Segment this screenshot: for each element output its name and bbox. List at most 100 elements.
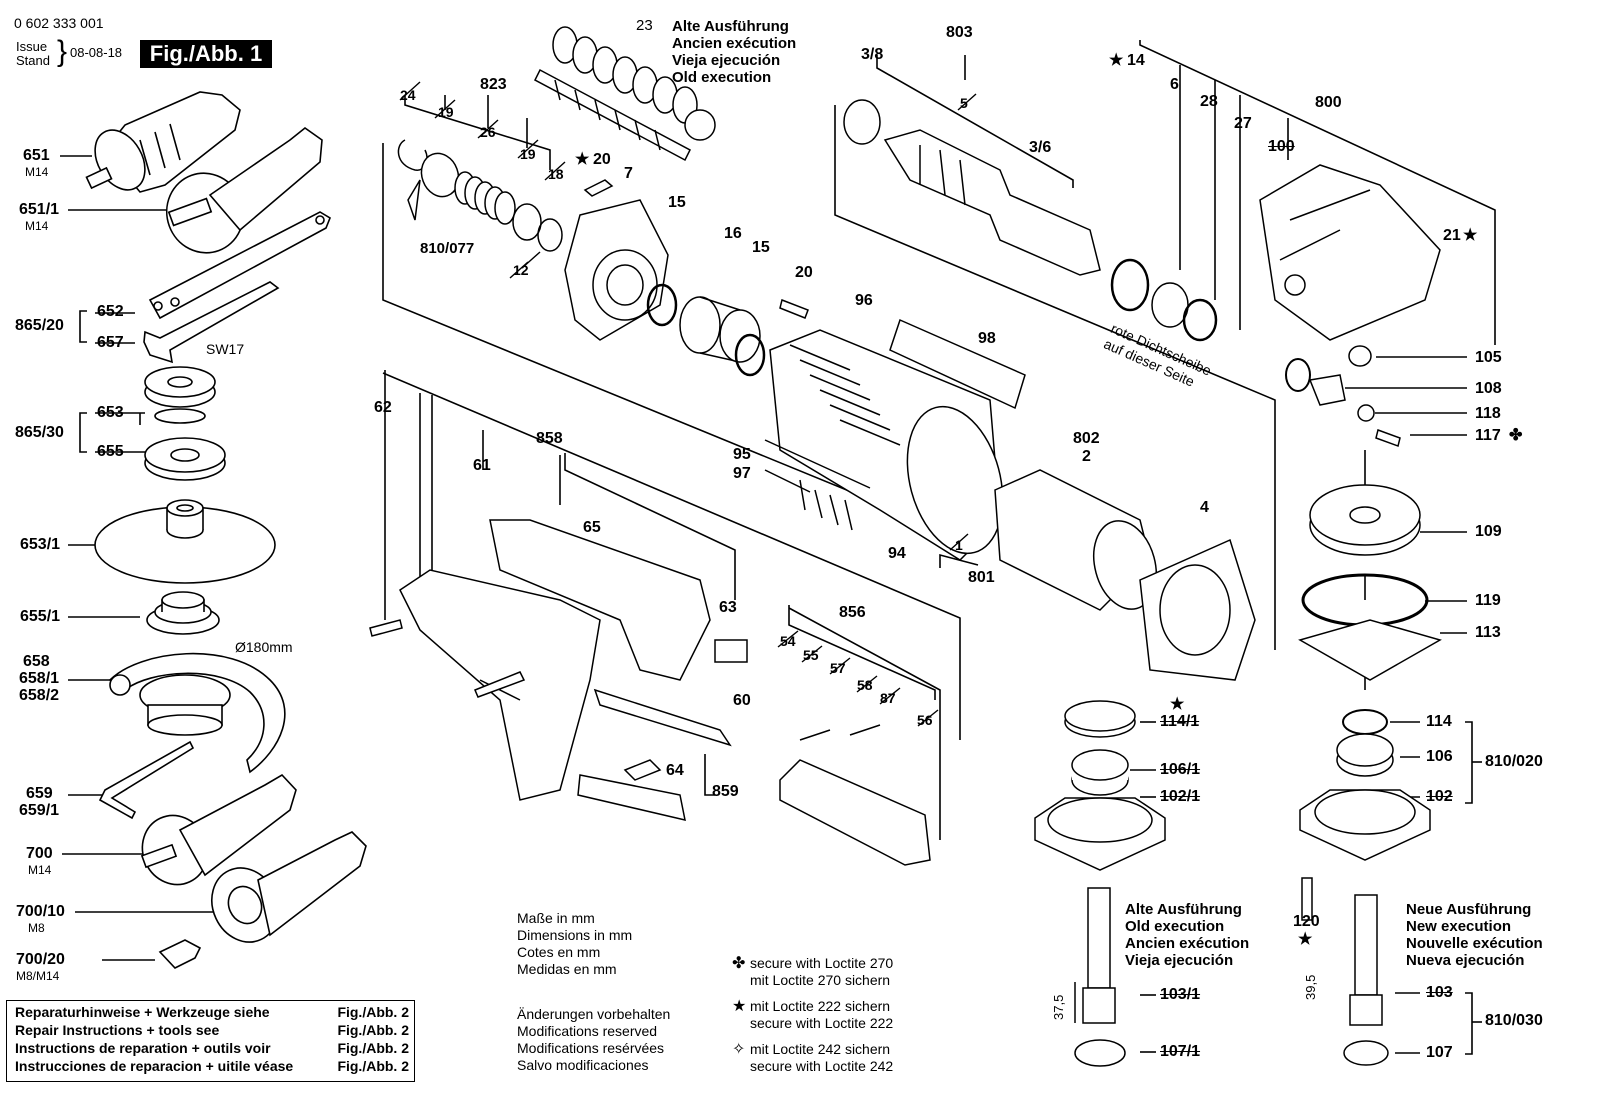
part-label-103-1: 103/1 xyxy=(1160,986,1201,1003)
part-label-118: 118 xyxy=(1475,405,1501,422)
star-120: ★ xyxy=(1298,931,1313,948)
part-label-659-1: 659/1 xyxy=(19,802,60,819)
frame-line xyxy=(382,143,977,544)
part-sub-700-20: M8/M14 xyxy=(16,969,60,983)
part-label-19a: 19 xyxy=(438,104,454,120)
gasket-113 xyxy=(1298,619,1442,681)
part-label-16: 16 xyxy=(724,225,742,242)
part-label-810-077: 810/077 xyxy=(420,240,475,257)
part-label-865-20: 865/20 xyxy=(15,317,64,334)
part-label-65: 65 xyxy=(583,519,601,536)
part-label-58: 58 xyxy=(857,677,873,693)
part-label-6: 6 xyxy=(1170,76,1179,93)
star-114-1: ★ xyxy=(1170,696,1185,713)
dimension-37-5: 37,5 xyxy=(1051,994,1066,1020)
side-handle-700-10 xyxy=(211,831,367,943)
part-label-94: 94 xyxy=(888,545,906,562)
side-handle-700 xyxy=(140,773,297,886)
new-execution-bottom: Neue Ausführung New execution Nouvelle e… xyxy=(1406,901,1543,969)
handle-half-65 xyxy=(489,519,711,681)
part-label-700: 700 xyxy=(26,845,53,862)
part-label-27: 27 xyxy=(1234,115,1252,132)
four-point-star-icon: ✧ xyxy=(732,1041,746,1058)
motor-housing-96 xyxy=(769,329,1004,561)
spindle-103-1 xyxy=(1082,887,1116,1024)
repair-row: Instrucciones de reparacion + uitile véa… xyxy=(15,1058,409,1074)
issue-date: 08-08-18 xyxy=(70,45,123,60)
part-sub-700-10: M8 xyxy=(28,921,45,935)
part-label-102-1: 102/1 xyxy=(1160,788,1201,805)
part-label-119: 119 xyxy=(1475,592,1501,609)
part-label-653: 653 xyxy=(97,404,124,421)
part-label-658: 658 xyxy=(23,653,50,670)
part-label-823: 823 xyxy=(480,76,507,93)
clover-117: ✤ xyxy=(1509,427,1523,444)
part-label-4: 4 xyxy=(1200,499,1209,516)
part-label-109: 109 xyxy=(1475,523,1502,540)
part-label-15a: 15 xyxy=(668,194,686,211)
part-label-113: 113 xyxy=(1475,624,1501,641)
star-20a: ★ xyxy=(575,151,590,168)
part-label-26: 26 xyxy=(480,124,496,140)
pin-wrench-652 xyxy=(148,211,331,320)
armature-803 xyxy=(843,99,1101,276)
part-label-103: 103 xyxy=(1426,984,1453,1001)
part-label-114-1: 114/1 xyxy=(1160,713,1200,730)
part-label-23: 23 xyxy=(636,17,653,34)
part-label-55: 55 xyxy=(803,647,819,663)
part-label-117: 117 xyxy=(1475,427,1501,444)
part-label-655: 655 xyxy=(97,443,124,460)
part-label-658-1: 658/1 xyxy=(19,670,60,687)
part-label-107-1: 107/1 xyxy=(1160,1043,1201,1060)
part-label-107: 107 xyxy=(1426,1044,1453,1061)
part-label-21: 21 xyxy=(1443,227,1461,244)
part-label-97: 97 xyxy=(733,465,751,482)
bearing-flange-7 xyxy=(564,199,669,341)
part-label-114: 114 xyxy=(1426,713,1452,730)
part-label-108: 108 xyxy=(1475,380,1502,397)
gear-housing-800 xyxy=(1259,164,1441,341)
part-sub-651: M14 xyxy=(25,165,49,179)
part-label-859: 859 xyxy=(712,783,739,800)
hex-key-659 xyxy=(98,740,195,820)
cable-60 xyxy=(593,688,732,747)
part-label-15b: 15 xyxy=(752,239,770,256)
bearing-16 xyxy=(679,296,761,363)
switch-856 xyxy=(779,724,931,866)
part-label-100: 100 xyxy=(1268,138,1295,155)
part-label-14: 14 xyxy=(1127,52,1145,69)
part-label-856: 856 xyxy=(839,604,866,621)
side-handle-651 xyxy=(85,91,241,193)
part-label-803: 803 xyxy=(946,24,973,41)
part-label-102: 102 xyxy=(1426,788,1453,805)
part-label-657: 657 xyxy=(97,334,124,351)
frame-line xyxy=(382,372,961,740)
part-label-651: 651 xyxy=(23,147,50,164)
flange-655 xyxy=(144,437,226,481)
repair-row: Instructions de reparation + outils voir… xyxy=(15,1040,409,1056)
bearing-flange-102 xyxy=(1299,789,1431,861)
flange-655-1 xyxy=(146,591,220,635)
part-label-96: 96 xyxy=(855,292,873,309)
part-sub-700: M14 xyxy=(28,863,52,877)
brace-glyph: } xyxy=(57,35,68,68)
part-label-2: 2 xyxy=(1082,448,1091,465)
part-label-700-10: 700/10 xyxy=(16,903,65,920)
bevel-gear-109 xyxy=(1309,484,1421,556)
star-icon: ★ xyxy=(732,998,747,1015)
part-label-105: 105 xyxy=(1475,349,1502,366)
modifications-note: Änderungen vorbehalten Modifications res… xyxy=(517,1006,671,1073)
clamping-nut-653 xyxy=(144,366,216,424)
bearing-flange-102-1 xyxy=(1034,797,1166,871)
dimension-39-5: 39,5 xyxy=(1303,974,1318,1000)
spanner-657 xyxy=(143,281,280,364)
part-label-56: 56 xyxy=(917,712,933,728)
part-label-3-6: 3/6 xyxy=(1029,139,1052,156)
part-label-801: 801 xyxy=(968,569,995,586)
